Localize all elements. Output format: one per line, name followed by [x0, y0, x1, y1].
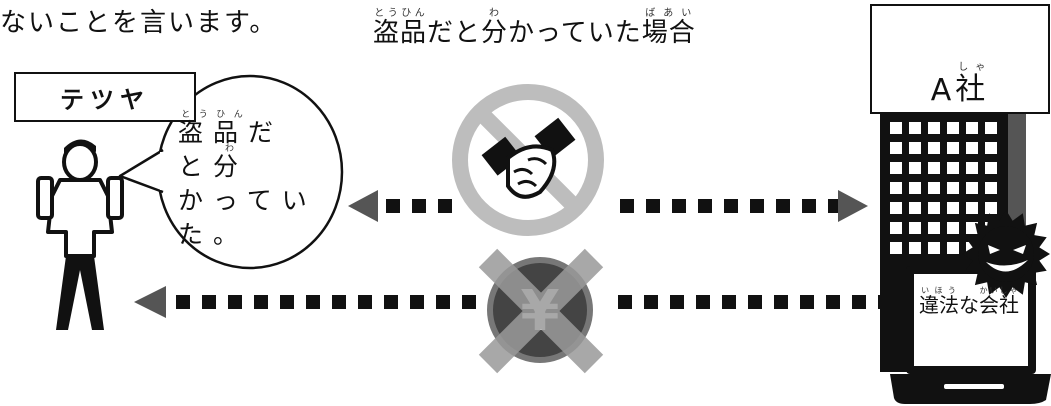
caption-ruby-1: 盗品とうひん — [373, 8, 428, 48]
building-window — [890, 162, 902, 174]
building-window — [947, 222, 959, 234]
building-window — [909, 142, 921, 154]
building-window — [909, 242, 921, 254]
building-window — [909, 122, 921, 134]
arrow-dash — [620, 199, 634, 213]
arrow-dash — [358, 295, 372, 309]
arrow-dash — [384, 295, 398, 309]
arrow-dash — [386, 199, 400, 213]
arrow-dash — [280, 295, 294, 309]
arrow-dash — [722, 295, 736, 309]
prohibited-handshake-icon — [452, 84, 604, 236]
building-window — [966, 162, 978, 174]
building-window — [985, 162, 997, 174]
arrow-dash — [698, 199, 712, 213]
person-name-label: テツヤ — [14, 72, 196, 122]
arrow-dash — [644, 295, 658, 309]
building-window — [985, 202, 997, 214]
illegal-company-label: 違法いほうな会社かいしゃ — [919, 286, 1019, 317]
arrow-dash — [254, 295, 268, 309]
arrow-dash — [776, 199, 790, 213]
building-window — [928, 122, 940, 134]
building-window — [909, 202, 921, 214]
arrow-dash — [438, 199, 452, 213]
arrow-dash — [802, 199, 816, 213]
building-window — [890, 202, 902, 214]
building-window — [985, 142, 997, 154]
speech-bubble-text: 盗品とうひんだと分わかっていた。 — [178, 110, 317, 249]
evil-face-icon — [962, 210, 1050, 298]
arrow-dash — [878, 295, 892, 309]
building-window — [947, 162, 959, 174]
building-window — [928, 162, 940, 174]
caption-ruby-3: 場合ばあい — [641, 8, 696, 48]
building-window — [985, 122, 997, 134]
building-window — [928, 182, 940, 194]
building-window — [966, 182, 978, 194]
building-window — [928, 242, 940, 254]
building-window — [928, 142, 940, 154]
arrow-dash — [202, 295, 216, 309]
building-window — [890, 142, 902, 154]
building-window — [909, 182, 921, 194]
arrow-dash — [462, 295, 476, 309]
arrow-dash — [696, 295, 710, 309]
building-window — [890, 222, 902, 234]
building-window — [928, 202, 940, 214]
bubble-ruby-1: 盗品とうひん — [178, 110, 249, 147]
building-window — [890, 182, 902, 194]
arrow-dash — [306, 295, 320, 309]
arrow-dash — [672, 199, 686, 213]
building-window — [909, 162, 921, 174]
arrow-dash — [800, 295, 814, 309]
arrow-dash — [412, 199, 426, 213]
arrow-dash — [670, 295, 684, 309]
building-window — [947, 182, 959, 194]
cross-mark-icon — [478, 248, 604, 374]
diagram-caption: 盗品とうひんだと分わかっていた場合ばあい — [373, 8, 696, 48]
arrow-dash — [852, 295, 866, 309]
arrow-dash — [436, 295, 450, 309]
person-icon — [36, 139, 124, 330]
building-window — [966, 202, 978, 214]
building-window — [966, 122, 978, 134]
arrow-dash — [228, 295, 242, 309]
building-window — [966, 142, 978, 154]
building-window — [890, 242, 902, 254]
building-window — [909, 222, 921, 234]
arrow-dash — [826, 295, 840, 309]
bubble-ruby-2: 分わ — [213, 144, 249, 181]
illegal-ruby-1: 違法いほう — [919, 286, 959, 317]
speech-bubble — [118, 74, 344, 270]
illegal-ruby-2: 会社かいしゃ — [979, 286, 1019, 317]
arrow-dash — [748, 295, 762, 309]
building-window — [947, 142, 959, 154]
building-window — [947, 202, 959, 214]
arrow-dash — [618, 295, 632, 309]
intro-text: ないことを言います。 — [0, 8, 278, 38]
building-window — [985, 182, 997, 194]
arrow-dash — [176, 295, 190, 309]
goods-arrow — [348, 190, 868, 222]
arrow-dash — [332, 295, 346, 309]
arrow-dash — [410, 295, 424, 309]
building-window — [890, 122, 902, 134]
caption-ruby-2: 分わ — [481, 8, 509, 48]
building-window — [947, 122, 959, 134]
building-window — [928, 222, 940, 234]
arrow-dash — [750, 199, 764, 213]
arrow-dash — [724, 199, 738, 213]
money-arrow — [134, 286, 892, 318]
building-window — [947, 242, 959, 254]
building-window — [966, 222, 978, 234]
company-kanji-ruby: 社しゃ — [955, 62, 990, 107]
arrow-dash — [646, 199, 660, 213]
arrow-dash — [774, 295, 788, 309]
